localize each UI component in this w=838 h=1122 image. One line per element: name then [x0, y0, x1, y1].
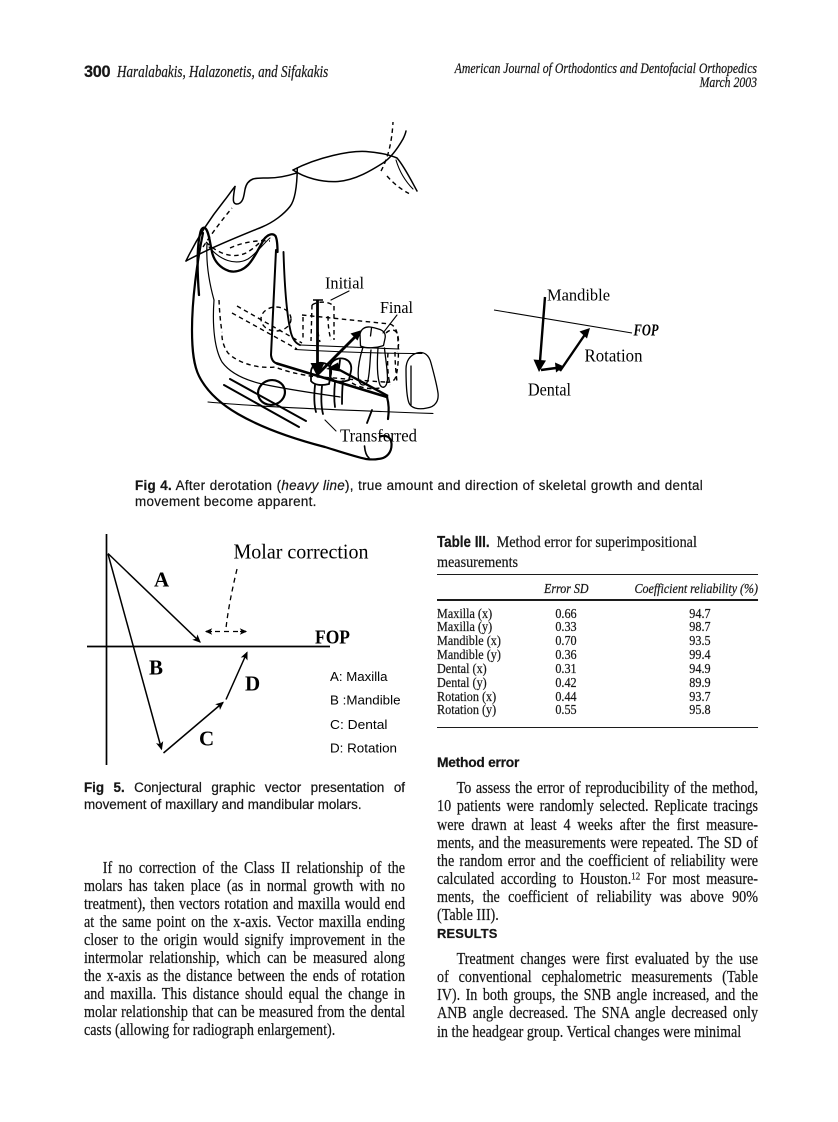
svg-text:Mandible: Mandible — [547, 286, 610, 305]
svg-text:C: Dental: C: Dental — [330, 717, 388, 732]
svg-text:B: B — [149, 656, 163, 680]
svg-text:Rotation: Rotation — [585, 346, 643, 366]
svg-text:C: C — [199, 727, 214, 751]
svg-text:Initial: Initial — [325, 274, 364, 293]
svg-text:D: Rotation: D: Rotation — [330, 741, 397, 756]
svg-text:Transferred: Transferred — [340, 426, 417, 446]
svg-text:D: D — [245, 672, 260, 696]
svg-text:B :Mandible: B :Mandible — [330, 693, 401, 708]
svg-text:Molar correction: Molar correction — [234, 540, 369, 564]
svg-text:Dental: Dental — [528, 380, 571, 400]
svg-text:FOP: FOP — [315, 626, 350, 648]
svg-text:FOP: FOP — [633, 321, 659, 340]
svg-text:Final: Final — [380, 298, 413, 317]
svg-text:A: A — [154, 568, 170, 592]
svg-text:A: Maxilla: A: Maxilla — [330, 669, 388, 684]
